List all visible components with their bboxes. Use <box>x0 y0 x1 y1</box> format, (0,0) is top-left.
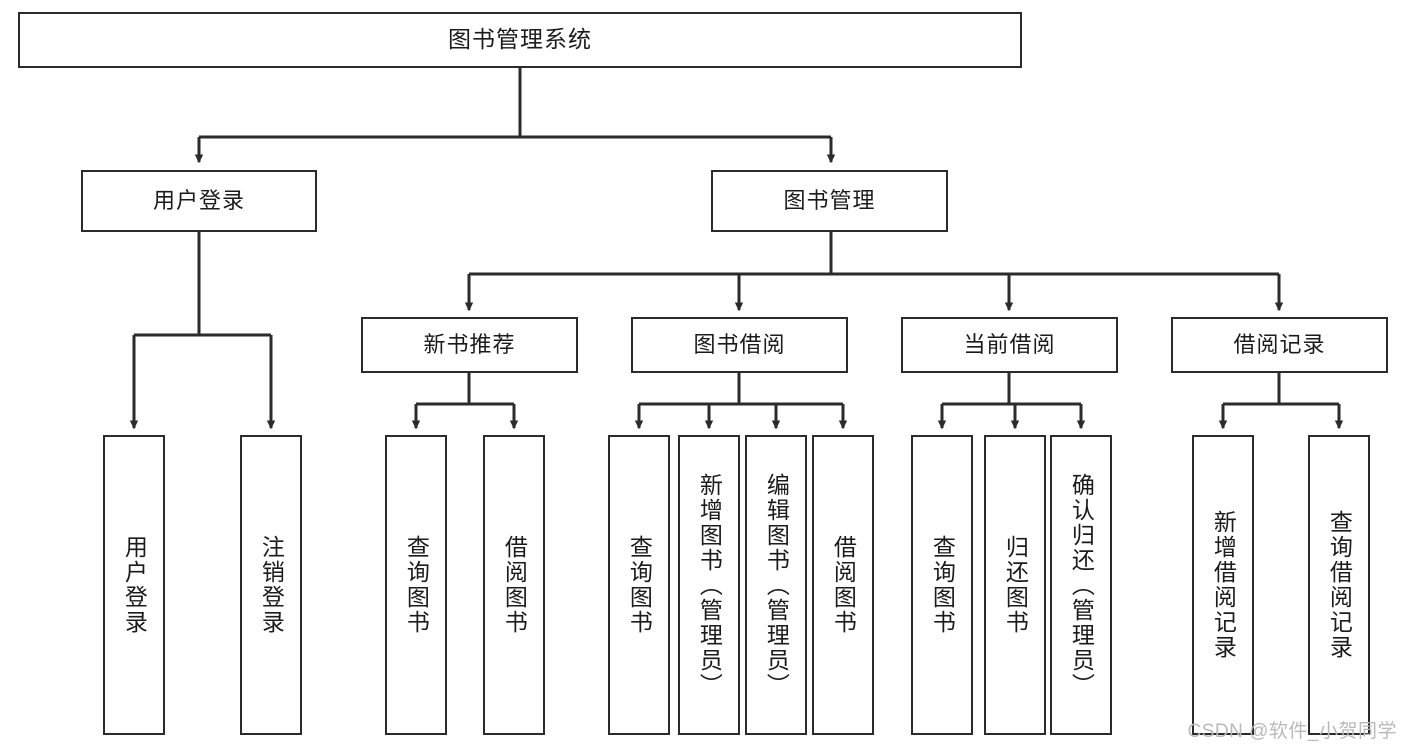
node-book-manage[interactable]: 图书管理 <box>711 170 948 232</box>
node-leaf-query-book-1-label: 查询图书 <box>403 535 430 635</box>
node-leaf-borrow-book-1-label: 借阅图书 <box>501 535 528 635</box>
node-leaf-add-book[interactable]: 新增图书（管理员） <box>678 435 740 735</box>
node-leaf-return-book-label: 归还图书 <box>1002 535 1029 635</box>
node-leaf-add-book-label: 新增图书（管理员） <box>696 472 723 698</box>
node-leaf-confirm-return[interactable]: 确认归还（管理员） <box>1050 435 1112 735</box>
node-root[interactable]: 图书管理系统 <box>18 12 1022 68</box>
node-new-book-recommend-label: 新书推荐 <box>423 331 516 357</box>
node-book-borrow-label: 图书借阅 <box>693 331 786 357</box>
node-leaf-query-book-2[interactable]: 查询图书 <box>608 435 670 735</box>
node-leaf-query-record[interactable]: 查询借阅记录 <box>1308 435 1370 735</box>
node-leaf-logout[interactable]: 注销登录 <box>240 435 302 735</box>
node-leaf-edit-book-label: 编辑图书（管理员） <box>763 472 790 698</box>
node-leaf-query-record-label: 查询借阅记录 <box>1326 510 1353 660</box>
node-leaf-logout-label: 注销登录 <box>258 535 285 635</box>
node-leaf-user-login-label: 用户登录 <box>121 535 148 635</box>
node-leaf-user-login[interactable]: 用户登录 <box>103 435 165 735</box>
node-book-manage-label: 图书管理 <box>783 187 876 213</box>
node-root-label: 图书管理系统 <box>448 26 592 53</box>
node-leaf-query-book-3[interactable]: 查询图书 <box>911 435 973 735</box>
node-current-borrow-label: 当前借阅 <box>963 331 1056 357</box>
node-user-login-label: 用户登录 <box>152 187 245 213</box>
node-leaf-add-record[interactable]: 新增借阅记录 <box>1192 435 1254 735</box>
node-leaf-add-record-label: 新增借阅记录 <box>1210 510 1237 660</box>
node-leaf-borrow-book-2[interactable]: 借阅图书 <box>812 435 874 735</box>
node-leaf-borrow-book-1[interactable]: 借阅图书 <box>483 435 545 735</box>
node-leaf-borrow-book-2-label: 借阅图书 <box>830 535 857 635</box>
node-current-borrow[interactable]: 当前借阅 <box>901 317 1118 373</box>
node-leaf-query-book-3-label: 查询图书 <box>929 535 956 635</box>
node-borrow-record[interactable]: 借阅记录 <box>1171 317 1388 373</box>
node-book-borrow[interactable]: 图书借阅 <box>631 317 848 373</box>
node-borrow-record-label: 借阅记录 <box>1233 331 1326 357</box>
node-user-login[interactable]: 用户登录 <box>81 170 317 232</box>
node-leaf-query-book-2-label: 查询图书 <box>626 535 653 635</box>
node-leaf-confirm-return-label: 确认归还（管理员） <box>1068 472 1095 698</box>
node-leaf-query-book-1[interactable]: 查询图书 <box>385 435 447 735</box>
node-leaf-return-book[interactable]: 归还图书 <box>984 435 1046 735</box>
node-leaf-edit-book[interactable]: 编辑图书（管理员） <box>745 435 807 735</box>
node-new-book-recommend[interactable]: 新书推荐 <box>361 317 578 373</box>
watermark-text: CSDN @软件_小贺同学 <box>1187 721 1397 742</box>
